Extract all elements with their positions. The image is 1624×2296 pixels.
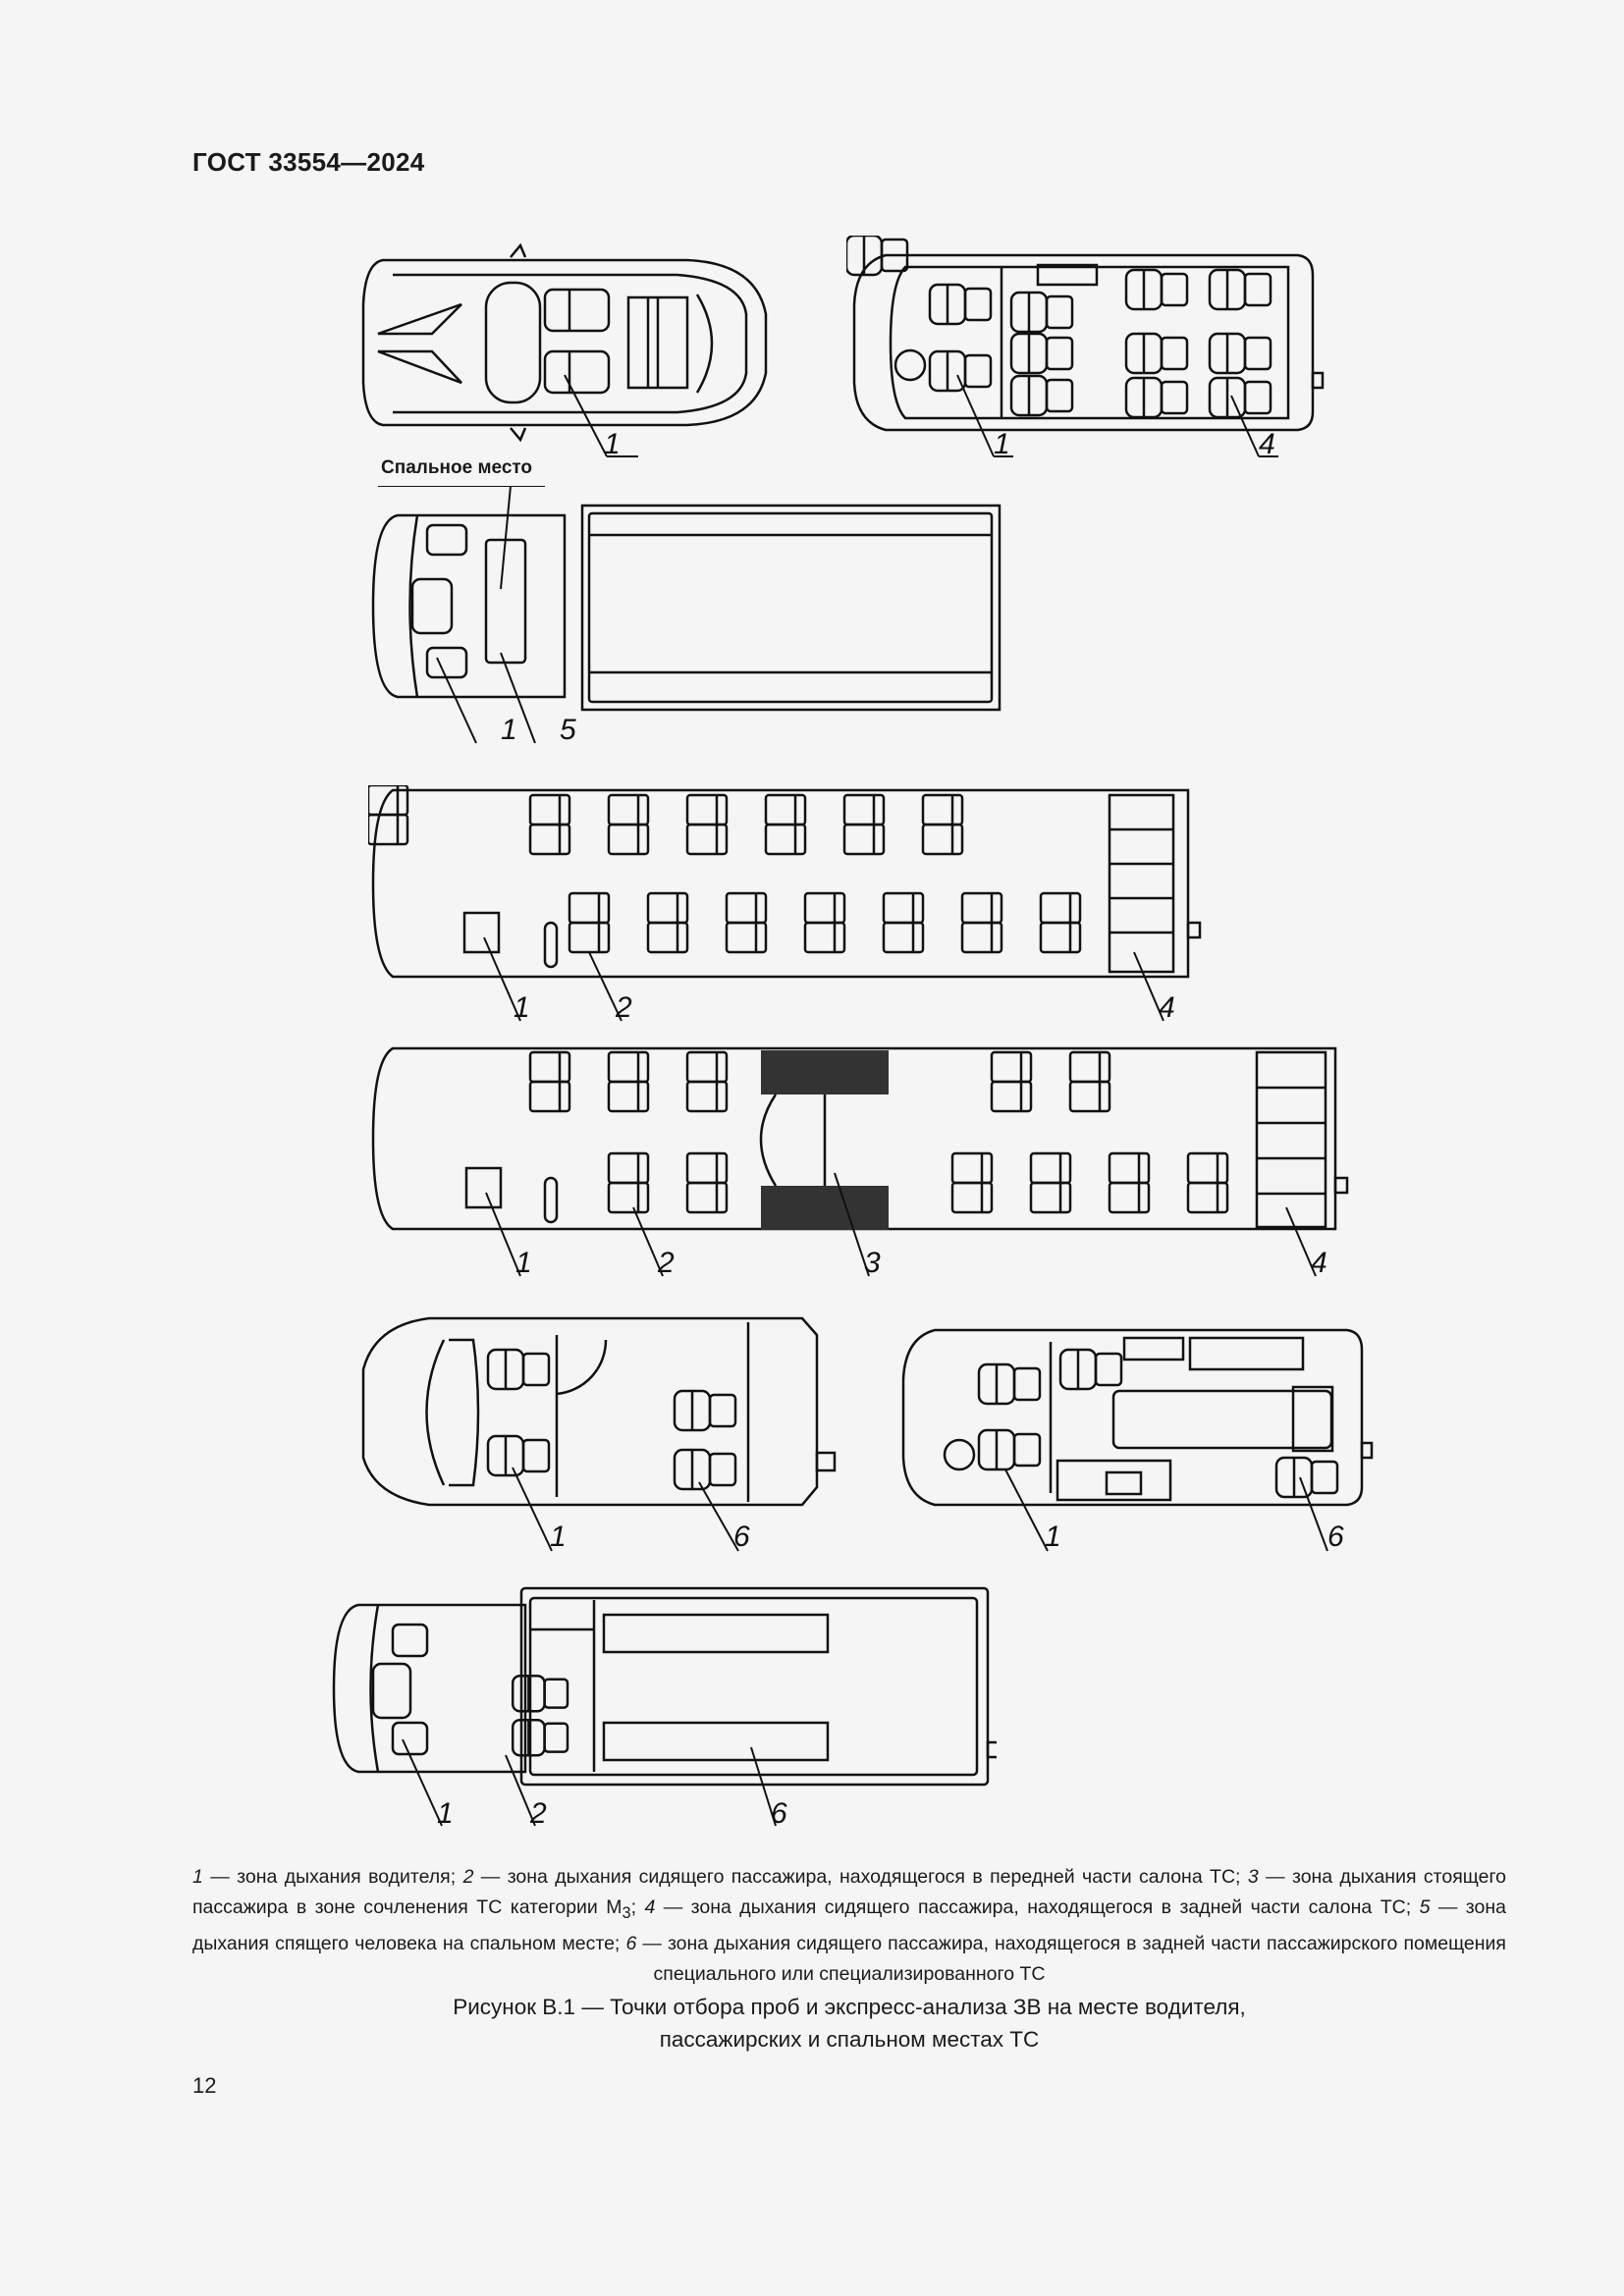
legend-num-1: 1 [192,1866,203,1888]
figure-articulated-bus: 1 2 3 4 [368,1041,1370,1286]
legend-sep: ; [630,1896,645,1918]
legend-text-5: — зона дыхания спящего человека на спаль… [192,1896,1506,1954]
figure-caption: Рисунок В.1 — Точки отбора проб и экспре… [192,1991,1506,2056]
callout-2: 2 [657,1247,675,1279]
legend-subscript: 3 [622,1903,631,1922]
document-header: ГОСТ 33554—2024 [192,147,425,177]
legend-num-6: 6 [625,1932,637,1954]
legend-num-3: 3 [1247,1866,1259,1888]
callout-6: 6 [1327,1521,1344,1553]
legend-num-2: 2 [462,1866,474,1888]
callout-1: 1 [437,1797,454,1830]
caption-line-1: Рисунок В.1 — Точки отбора проб и экспре… [453,1995,1246,2019]
callout-1: 1 [550,1521,567,1553]
callout-4: 4 [1311,1247,1327,1279]
callout-1: 1 [994,428,1010,460]
callout-4: 4 [1259,428,1275,460]
figure-bus: 1 2 4 [368,785,1232,1031]
figure-car: 1 [353,236,805,461]
callout-1: 1 [514,991,530,1024]
caption-line-2: пассажирских и спальном местах ТС [659,2027,1040,2052]
figure-special-truck: 1 2 6 [329,1580,997,1836]
page-number: 12 [192,2073,217,2098]
legend-text-6: — зона дыхания сидящего пассажира, наход… [636,1932,1506,1985]
callout-6: 6 [771,1797,787,1830]
legend-text-4: — зона дыхания сидящего пассажира, наход… [655,1896,1420,1918]
legend-num-5: 5 [1419,1896,1431,1918]
legend-text-2: — зона дыхания сидящего пассажира, наход… [473,1866,1248,1888]
legend-num-4: 4 [644,1896,656,1918]
callout-4: 4 [1159,991,1175,1024]
legend-text-3: — зона дыхания стоящего пассажира в зоне… [192,1866,1506,1918]
figure-legend: 1 — зона дыхания водителя; 2 — зона дыха… [192,1862,1506,1990]
callout-2: 2 [615,991,632,1024]
callout-1: 1 [604,428,621,460]
callout-3: 3 [864,1247,881,1279]
callout-1: 1 [515,1247,532,1279]
legend-text-1: — зона дыхания водителя; [202,1866,463,1888]
callout-1: 1 [1045,1521,1061,1553]
callout-1: 1 [501,714,517,746]
callout-6: 6 [733,1521,750,1553]
callout-2: 2 [529,1797,547,1830]
callout-5: 5 [560,714,576,746]
sleeper-label: Спальное место [381,457,533,478]
